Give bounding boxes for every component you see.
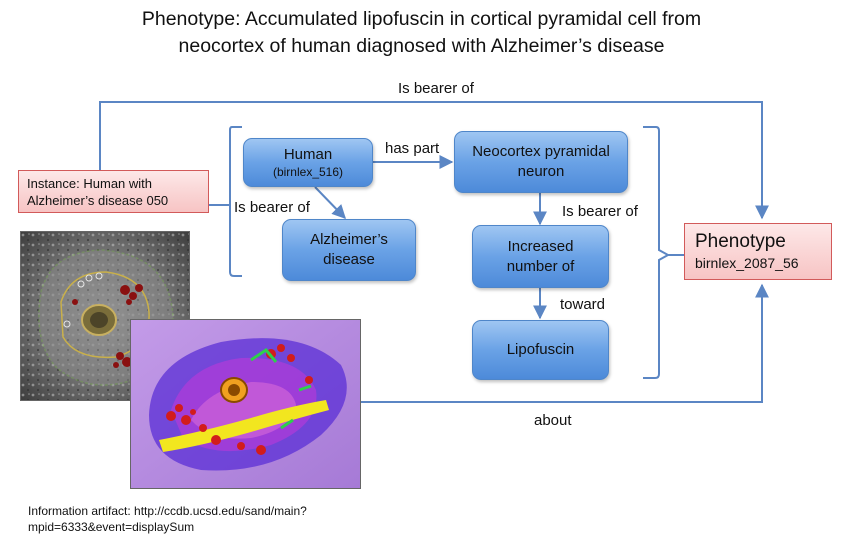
label-is-bearer-of-top: Is bearer of <box>398 80 474 97</box>
edge-is-bearer-of-top <box>99 101 769 220</box>
label-has-part: has part <box>385 140 440 157</box>
node-human[interactable]: Human (birnlex_516) <box>243 138 373 187</box>
instance-line-2: Alzheimer’s disease 050 <box>27 193 169 208</box>
rendering-image <box>130 319 361 489</box>
phenotype-label: Phenotype <box>695 231 786 252</box>
node-increased-number-of[interactable]: Increased number of <box>472 225 609 288</box>
node-increased-line-1: Increased <box>507 237 574 255</box>
node-alzheimers-line-1: Alzheimer’s <box>310 231 388 248</box>
label-is-bearer-of-left: Is bearer of <box>234 199 310 216</box>
edge-about <box>358 283 769 403</box>
footer-line-2: mpid=6333&event=displaySum <box>28 520 195 534</box>
label-about: about <box>534 412 572 429</box>
title-line-2: neocortex of human diagnosed with Alzhei… <box>178 35 665 57</box>
right-bracket <box>643 126 671 379</box>
instance-line-1: Instance: Human with <box>27 176 153 191</box>
node-lipofuscin[interactable]: Lipofuscin <box>472 320 609 380</box>
instance-box[interactable]: Instance: Human with Alzheimer’s disease… <box>18 170 209 213</box>
node-lipofuscin-label: Lipofuscin <box>506 341 575 358</box>
node-human-id: (birnlex_516) <box>272 165 344 179</box>
diagram-title: Phenotype: Accumulated lipofuscin in cor… <box>0 6 843 60</box>
node-alzheimers-disease[interactable]: Alzheimer’s disease <box>282 219 416 281</box>
node-increased-line-2: number of <box>506 257 575 275</box>
node-alzheimers-line-2: disease <box>323 251 375 268</box>
label-is-bearer-of-right: Is bearer of <box>562 203 638 220</box>
information-artifact-footer: Information artifact: http://ccdb.ucsd.e… <box>28 503 307 535</box>
footer-line-1: Information artifact: http://ccdb.ucsd.e… <box>28 504 307 518</box>
node-neocortex-line-2: neuron <box>517 163 565 180</box>
title-line-1: Phenotype: Accumulated lipofuscin in cor… <box>141 8 702 30</box>
edge-human-to-alzheimers <box>314 186 346 220</box>
node-neocortex-line-1: Neocortex pyramidal <box>472 143 610 160</box>
phenotype-box[interactable]: Phenotype birnlex_2087_56 <box>684 223 832 280</box>
left-bracket <box>229 126 242 277</box>
node-neocortex-pyramidal-neuron[interactable]: Neocortex pyramidal neuron <box>454 131 628 193</box>
phenotype-id: birnlex_2087_56 <box>695 255 799 271</box>
node-human-label: Human <box>283 146 333 163</box>
label-toward: toward <box>560 296 606 313</box>
